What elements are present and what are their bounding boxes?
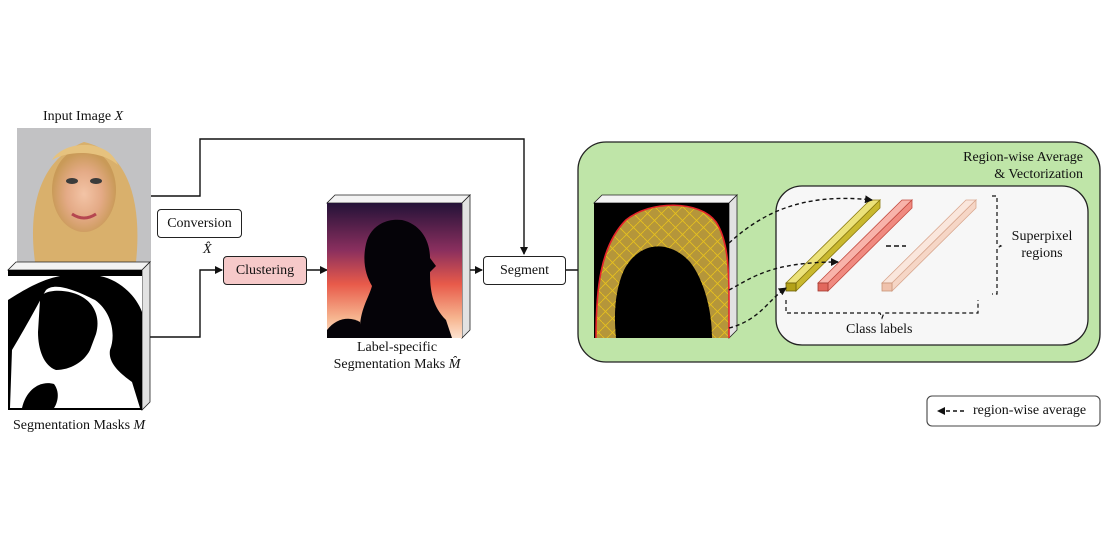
legend-box — [926, 395, 1101, 427]
segmentation-mask-cube — [7, 261, 151, 411]
region-panel-title: Region-wise Average & Vectorization — [963, 150, 1083, 182]
input-image — [17, 128, 151, 262]
image-to-segment-line — [150, 138, 528, 255]
feature-vector-3 — [881, 199, 977, 292]
legend-text: region-wise average — [973, 403, 1087, 418]
region-average-arrows — [728, 195, 873, 329]
superpixel-inner-panel — [775, 185, 1089, 346]
feature-vector-1 — [785, 199, 881, 292]
feature-vector-2 — [817, 199, 913, 292]
clustering-box: Clustering — [223, 256, 307, 285]
superpixel-mask-cube — [593, 194, 738, 339]
class-labels-label: Class labels — [846, 322, 913, 337]
superpixel-regions-label: Superpixel regions — [1011, 229, 1073, 261]
conversion-box: Conversion — [157, 209, 242, 238]
superpixel-brace — [992, 195, 1003, 295]
class-labels-brace — [785, 300, 979, 320]
x-hat-label: X̂ — [203, 242, 212, 257]
mask-to-clustering-line — [150, 266, 223, 338]
segmentation-masks-label: Segmentation Masks M — [13, 418, 146, 433]
input-image-label: Input Image X — [43, 109, 124, 124]
segment-box: Segment — [483, 256, 566, 285]
label-specific-mask-cube — [326, 194, 471, 339]
label-specific-mask-label: Label-specific Segmentation Maks M̂ — [333, 340, 461, 372]
